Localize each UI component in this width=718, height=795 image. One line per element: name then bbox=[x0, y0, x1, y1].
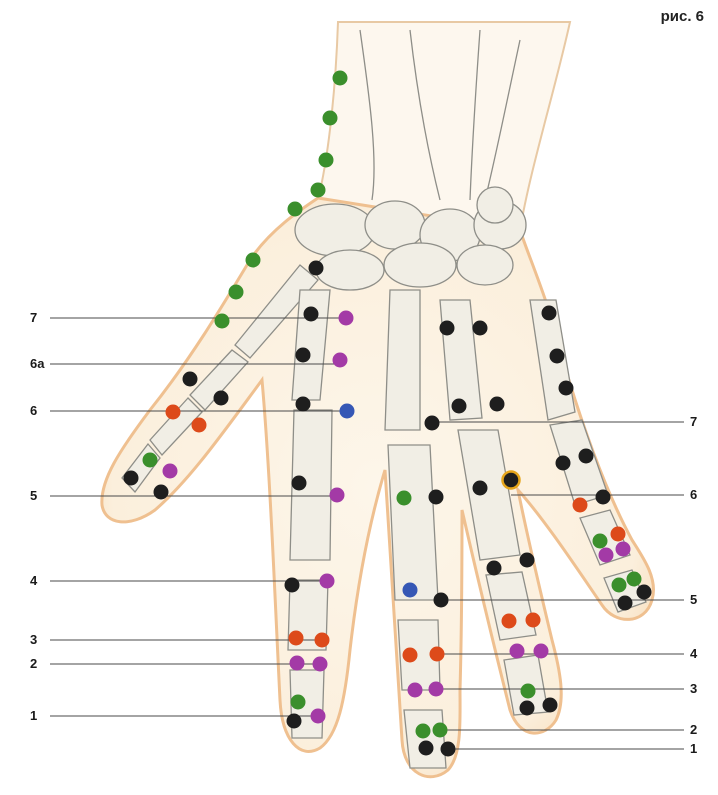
point-black bbox=[124, 471, 139, 486]
right-label-1: 1 bbox=[690, 742, 697, 756]
right-label-2: 2 bbox=[690, 723, 697, 737]
point-green bbox=[246, 253, 261, 268]
point-black bbox=[618, 596, 633, 611]
left-label-5: 5 bbox=[30, 489, 37, 503]
point-green bbox=[215, 314, 230, 329]
point-green bbox=[397, 491, 412, 506]
point-green bbox=[323, 111, 338, 126]
point-black bbox=[429, 490, 444, 505]
point-black bbox=[520, 701, 535, 716]
point-green bbox=[291, 695, 306, 710]
point-green bbox=[433, 723, 448, 738]
point-magenta bbox=[429, 682, 444, 697]
point-magenta bbox=[408, 683, 423, 698]
point-magenta bbox=[534, 644, 549, 659]
point-orange bbox=[166, 405, 181, 420]
point-green bbox=[627, 572, 642, 587]
point-green bbox=[612, 578, 627, 593]
point-black bbox=[440, 321, 455, 336]
right-label-6: 6 bbox=[690, 488, 697, 502]
point-magenta bbox=[333, 353, 348, 368]
left-label-1: 1 bbox=[30, 709, 37, 723]
right-label-4: 4 bbox=[690, 647, 697, 661]
point-orange bbox=[526, 613, 541, 628]
point-highlighted bbox=[503, 472, 520, 489]
point-orange bbox=[611, 527, 626, 542]
point-magenta bbox=[330, 488, 345, 503]
point-black bbox=[214, 391, 229, 406]
point-black bbox=[425, 416, 440, 431]
right-label-7: 7 bbox=[690, 415, 697, 429]
left-label-6a: 6а bbox=[30, 357, 44, 371]
point-orange bbox=[289, 631, 304, 646]
point-magenta bbox=[599, 548, 614, 563]
point-black bbox=[287, 714, 302, 729]
point-black bbox=[487, 561, 502, 576]
point-magenta bbox=[616, 542, 631, 557]
point-green bbox=[229, 285, 244, 300]
point-black bbox=[296, 348, 311, 363]
point-orange bbox=[502, 614, 517, 629]
right-label-5: 5 bbox=[690, 593, 697, 607]
point-orange bbox=[315, 633, 330, 648]
left-label-2: 2 bbox=[30, 657, 37, 671]
point-orange bbox=[403, 648, 418, 663]
left-label-3: 3 bbox=[30, 633, 37, 647]
point-green bbox=[593, 534, 608, 549]
point-orange bbox=[573, 498, 588, 513]
point-green bbox=[143, 453, 158, 468]
point-black bbox=[296, 397, 311, 412]
point-black bbox=[559, 381, 574, 396]
point-black bbox=[556, 456, 571, 471]
point-magenta bbox=[163, 464, 178, 479]
point-green bbox=[521, 684, 536, 699]
point-blue bbox=[403, 583, 418, 598]
point-black bbox=[520, 553, 535, 568]
point-black bbox=[473, 481, 488, 496]
point-black bbox=[596, 490, 611, 505]
point-magenta bbox=[320, 574, 335, 589]
point-magenta bbox=[290, 656, 305, 671]
point-black bbox=[285, 578, 300, 593]
left-label-4: 4 bbox=[30, 574, 37, 588]
point-green bbox=[333, 71, 348, 86]
point-black bbox=[543, 698, 558, 713]
point-black bbox=[550, 349, 565, 364]
point-black bbox=[154, 485, 169, 500]
point-black bbox=[292, 476, 307, 491]
point-black bbox=[434, 593, 449, 608]
left-label-6: 6 bbox=[30, 404, 37, 418]
point-orange bbox=[430, 647, 445, 662]
point-black bbox=[473, 321, 488, 336]
point-magenta bbox=[313, 657, 328, 672]
point-black bbox=[183, 372, 198, 387]
point-green bbox=[288, 202, 303, 217]
point-black bbox=[419, 741, 434, 756]
point-green bbox=[319, 153, 334, 168]
point-black bbox=[579, 449, 594, 464]
point-black bbox=[304, 307, 319, 322]
point-black bbox=[309, 261, 324, 276]
point-green bbox=[416, 724, 431, 739]
right-label-3: 3 bbox=[690, 682, 697, 696]
point-black bbox=[542, 306, 557, 321]
point-black bbox=[441, 742, 456, 757]
point-black bbox=[452, 399, 467, 414]
point-magenta bbox=[339, 311, 354, 326]
point-blue bbox=[340, 404, 355, 419]
point-black bbox=[637, 585, 652, 600]
point-magenta bbox=[510, 644, 525, 659]
point-orange bbox=[192, 418, 207, 433]
point-green bbox=[311, 183, 326, 198]
point-black bbox=[490, 397, 505, 412]
point-magenta bbox=[311, 709, 326, 724]
left-label-7: 7 bbox=[30, 311, 37, 325]
